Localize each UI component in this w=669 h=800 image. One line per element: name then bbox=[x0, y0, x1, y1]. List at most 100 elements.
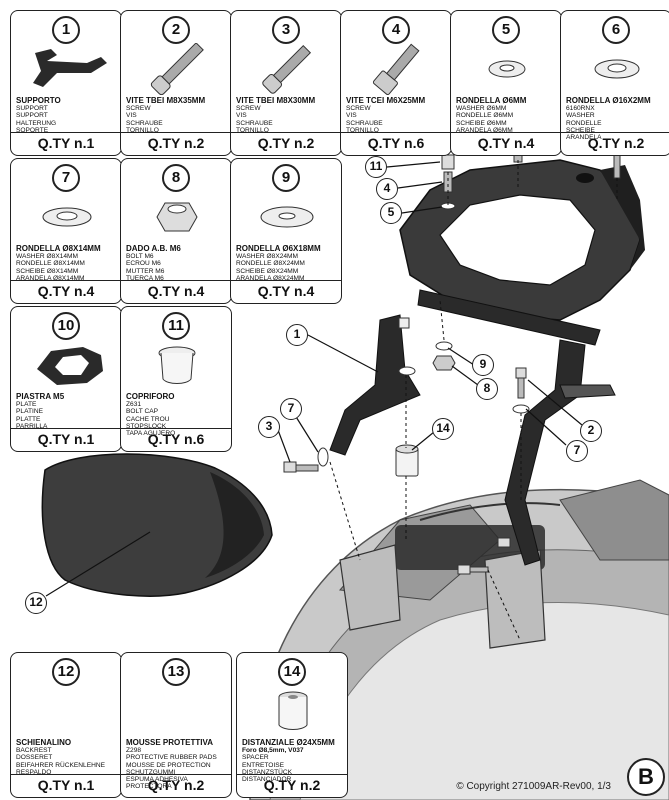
part-line: SPACER bbox=[242, 754, 269, 762]
screw-icon bbox=[262, 44, 312, 94]
washer-icon bbox=[260, 206, 314, 228]
part-name: RONDELLA Ø16x2mm bbox=[566, 96, 651, 105]
part-line: 6160RNX bbox=[566, 105, 595, 112]
motorcycle-tail-drawing bbox=[249, 479, 669, 800]
screw-icon bbox=[150, 43, 204, 95]
part-quantity: Q.TY n.2 bbox=[121, 774, 231, 797]
part-quantity: Q.TY n.2 bbox=[237, 774, 347, 797]
part-line: TUERCA M6 bbox=[126, 274, 164, 282]
part-name: RONDELLA Ø6x18mm bbox=[236, 244, 321, 253]
part-card-1: 1 SUPPORTO SUPPORT SUPPORT HALTERUNG SOP… bbox=[10, 10, 122, 156]
part-card-2: 2 VITE TBEI M8x35mm SCREW VIS SCHRAUBE T… bbox=[120, 10, 232, 156]
part-line: PLATE bbox=[16, 401, 37, 408]
part-line: BOLT CAP bbox=[126, 408, 159, 416]
washer-icon bbox=[488, 60, 526, 78]
part-number: 14 bbox=[278, 658, 306, 686]
part-quantity: Q.TY n.2 bbox=[121, 132, 231, 155]
part-description: DISTANZIALE Ø24x5mm Foro Ø8,5mm, V037 SP… bbox=[242, 738, 343, 783]
part-line: HALTERUNG bbox=[16, 119, 57, 127]
part-number: 10 bbox=[52, 312, 80, 340]
part-line: SCHEIBE bbox=[566, 126, 595, 134]
part-line: ARANDELA Ø6mm bbox=[456, 126, 513, 134]
part-card-8: 8 DADO A.B. M6 BOLT M6 ECROU M6 MUTTER M… bbox=[120, 158, 232, 304]
plate-icon bbox=[37, 347, 103, 385]
part-line: PLATTE bbox=[16, 415, 41, 423]
part-quantity: Q.TY n.1 bbox=[11, 132, 121, 155]
part-line: SCHEIBE Ø8x14mm bbox=[16, 267, 79, 275]
part-name: VITE TBEI M8x30mm bbox=[236, 96, 316, 105]
part-number: 1 bbox=[52, 16, 80, 44]
part-number: 8 bbox=[162, 164, 190, 192]
part-line: WASHER Ø8x14mm bbox=[16, 253, 79, 260]
part-quantity: Q.TY n.2 bbox=[231, 132, 341, 155]
part-name: RONDELLA Ø6mm bbox=[456, 96, 527, 105]
part-line: VIS bbox=[126, 112, 137, 120]
part-line: SCHRAUBE bbox=[346, 119, 383, 127]
part-line: ARANDELA Ø8x14mm bbox=[16, 274, 85, 282]
part-line: PLATINE bbox=[16, 408, 43, 416]
part-name: RONDELLA Ø8x14mm bbox=[16, 244, 101, 253]
part-line: PROTECTIVE RUBBER PADS bbox=[126, 754, 217, 762]
part-quantity: Q.TY n.4 bbox=[11, 280, 121, 303]
part-line: SCHUTZGUMMI bbox=[126, 768, 176, 776]
part-card-4: 4 VITE TCEI M6x25mm SCREW VIS SCHRAUBE T… bbox=[340, 10, 452, 156]
part-card-10: 10 PIASTRA M5 PLATE PLATINE PLATTE PARRI… bbox=[10, 306, 122, 452]
part-number: 12 bbox=[52, 658, 80, 686]
part-line: RESPALDO bbox=[16, 768, 52, 776]
part-description: VITE TBEI M8x35mm SCREW VIS SCHRAUBE TOR… bbox=[126, 96, 227, 134]
part-line: RONDELLE Ø8x14mm bbox=[16, 260, 85, 268]
callout-12: 12 bbox=[25, 592, 47, 614]
callout-8: 8 bbox=[476, 378, 498, 400]
part-line: DISTANZSTÜCK bbox=[242, 768, 293, 776]
part-number: 7 bbox=[52, 164, 80, 192]
part-line: ARANDELA bbox=[566, 134, 602, 142]
part-line: RONDELLE bbox=[566, 119, 602, 127]
part-line: SCHRAUBE bbox=[126, 119, 163, 127]
washer-icon bbox=[42, 207, 92, 227]
part-line: WASHER Ø6mm bbox=[456, 105, 507, 112]
part-name: PIASTRA M5 bbox=[16, 392, 65, 401]
callout-14: 14 bbox=[432, 418, 454, 440]
part-quantity: Q.TY n.6 bbox=[341, 132, 451, 155]
washer-icon bbox=[594, 59, 640, 79]
part-line: PARRILLA bbox=[16, 422, 48, 430]
part-description: VITE TCEI M6x25mm SCREW VIS SCHRAUBE TOR… bbox=[346, 96, 447, 134]
part-line: Z631 bbox=[126, 401, 142, 408]
part-line: ESPUMA ADHESIVA PROTECTORA bbox=[126, 776, 188, 791]
spacer-icon bbox=[278, 691, 308, 730]
callout-9: 9 bbox=[472, 354, 494, 376]
part-description: RONDELLA Ø6x18mm WASHER Ø8x24mm RONDELLE… bbox=[236, 244, 337, 282]
part-card-14: 14 DISTANZIALE Ø24x5mm Foro Ø8,5mm, V037… bbox=[236, 652, 348, 798]
nut-icon bbox=[156, 202, 198, 232]
part-quantity: Q.TY n.2 bbox=[561, 132, 669, 155]
callout-7: 7 bbox=[280, 398, 302, 420]
part-line: STOPSLOCK bbox=[126, 422, 167, 430]
part-description: SUPPORTO SUPPORT SUPPORT HALTERUNG SOPOR… bbox=[16, 96, 117, 134]
part-quantity: Q.TY n.1 bbox=[11, 428, 121, 451]
callout-7: 7 bbox=[566, 440, 588, 462]
part-description: RONDELLA Ø8x14mm WASHER Ø8x14mm RONDELLE… bbox=[16, 244, 117, 282]
part-line: TAPA AGUJERO bbox=[126, 430, 176, 438]
part-number: 3 bbox=[272, 16, 300, 44]
part-name: DISTANZIALE Ø24x5mm bbox=[242, 738, 335, 747]
part-quantity: Q.TY n.4 bbox=[451, 132, 561, 155]
part-line: WASHER Ø8x24mm bbox=[236, 253, 299, 260]
part-description: PIASTRA M5 PLATE PLATINE PLATTE PARRILLA bbox=[16, 392, 117, 430]
part-line: TORNILLO bbox=[236, 126, 269, 134]
part-line: VIS bbox=[236, 112, 247, 120]
part-line: BOLT M6 bbox=[126, 253, 154, 260]
part-description: SCHIENALINO BACKREST DOSSERET BEIFAHRER … bbox=[16, 738, 117, 776]
support-bracket-drawing bbox=[329, 289, 616, 566]
callout-1: 1 bbox=[286, 324, 308, 346]
callout-2: 2 bbox=[580, 420, 602, 442]
copyright-text: © Copyright 271009AR-Rev00, 1/3 bbox=[456, 781, 611, 792]
part-line: MUTTER M6 bbox=[126, 267, 165, 275]
part-card-5: 5 RONDELLA Ø6mm WASHER Ø6mm RONDELLE Ø6m… bbox=[450, 10, 562, 156]
callout-5: 5 bbox=[380, 202, 402, 224]
part-line: SCHRAUBE bbox=[236, 119, 273, 127]
part-number: 2 bbox=[162, 16, 190, 44]
part-line: SUPPORT bbox=[16, 112, 48, 120]
part-card-13: 13 MOUSSE PROTETTIVA Z298 PROTECTIVE RUB… bbox=[120, 652, 232, 798]
part-description: VITE TBEI M8x30mm SCREW VIS SCHRAUBE TOR… bbox=[236, 96, 337, 134]
